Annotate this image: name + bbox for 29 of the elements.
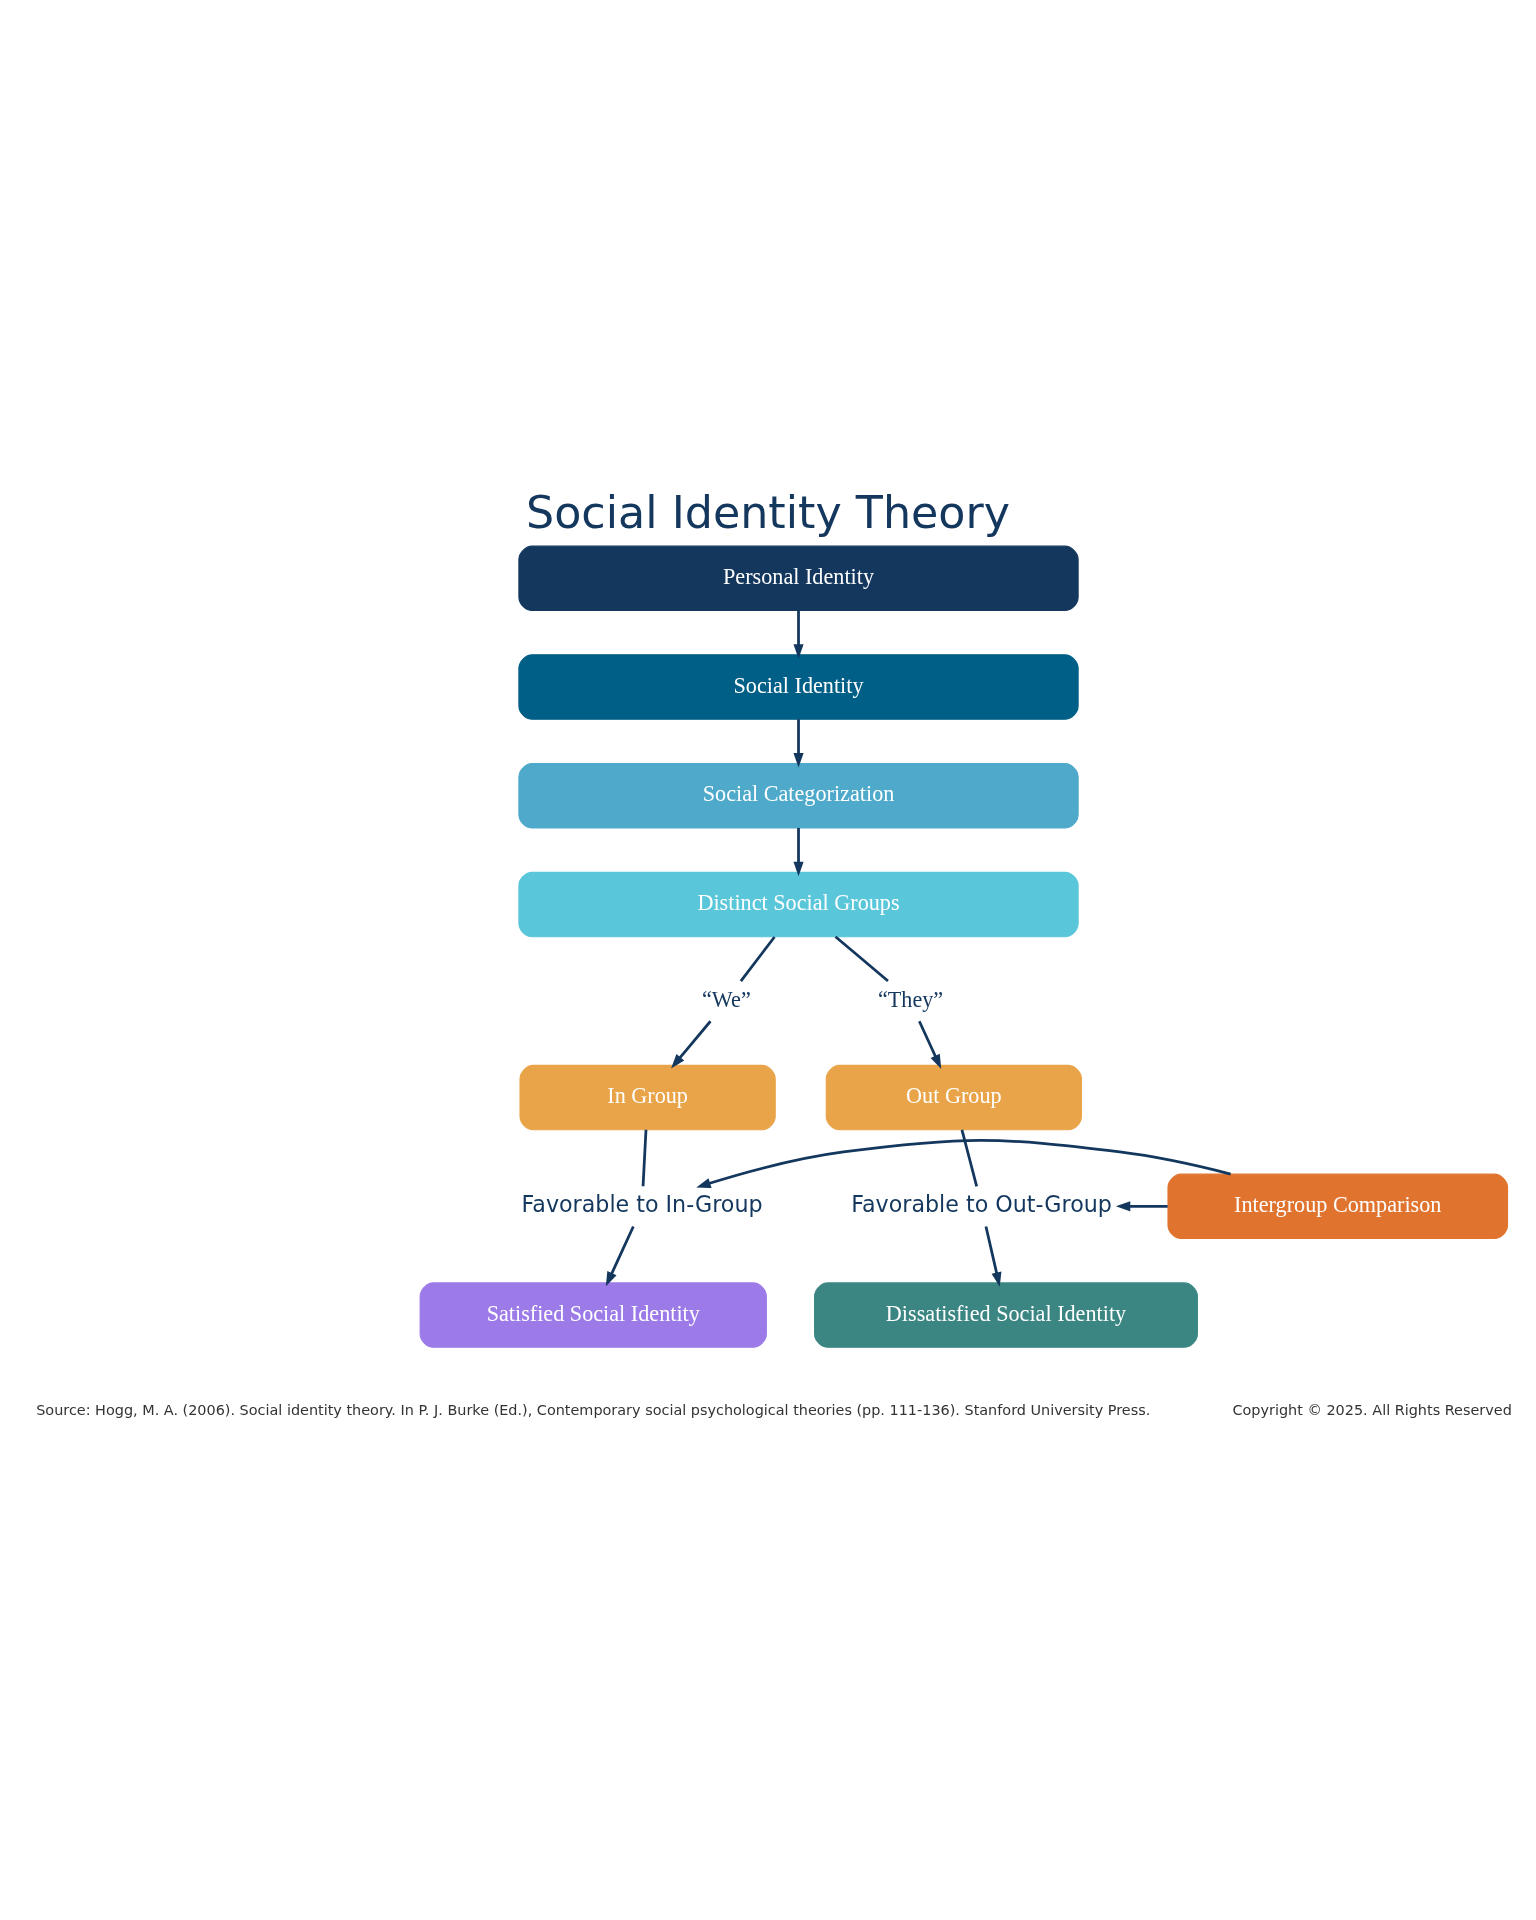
- label: Source: Hogg, M. A. (2006). Social identity theory. In P. J. Burke (Ed.), Contemporary social psychological theories (pp. 111-136). Stanford University Press.: [36, 1402, 1151, 1419]
- node-box: Intergroup Comparison: [1167, 1173, 1509, 1240]
- node-box: Out Group: [825, 1064, 1082, 1131]
- node-box: Personal Identity: [518, 545, 1079, 612]
- label: Copyright © 2025. All Rights Reserved: [1232, 1402, 1512, 1419]
- arrow: [671, 1020, 712, 1069]
- node-text: Favorable to In-Group: [521, 1190, 763, 1217]
- arrow: [984, 1226, 1002, 1287]
- node-text: “They”: [877, 986, 944, 1012]
- connector: [960, 1129, 978, 1187]
- node-text: “We”: [702, 986, 751, 1012]
- diagram-title: Social Identity Theory: [525, 487, 1011, 539]
- node-box: Social Categorization: [518, 763, 1079, 829]
- node-box: Distinct Social Groups: [518, 871, 1079, 938]
- arrow: [793, 828, 804, 877]
- node-box: Social Identity: [518, 654, 1079, 720]
- connector: [739, 936, 776, 982]
- arrow: [918, 1020, 942, 1069]
- arrow: [696, 1138, 1231, 1188]
- arrow: [793, 719, 804, 768]
- arrow: [793, 610, 804, 659]
- node-text: Favorable to Out-Group: [851, 1190, 1112, 1217]
- node-box: Dissatisfied Social Identity: [814, 1282, 1198, 1348]
- arrow: [1115, 1201, 1168, 1212]
- connector: [834, 935, 889, 982]
- node-box: In Group: [519, 1064, 776, 1131]
- arrow: [605, 1225, 635, 1287]
- connector: [641, 1129, 648, 1187]
- node-box: Satisfied Social Identity: [419, 1282, 767, 1348]
